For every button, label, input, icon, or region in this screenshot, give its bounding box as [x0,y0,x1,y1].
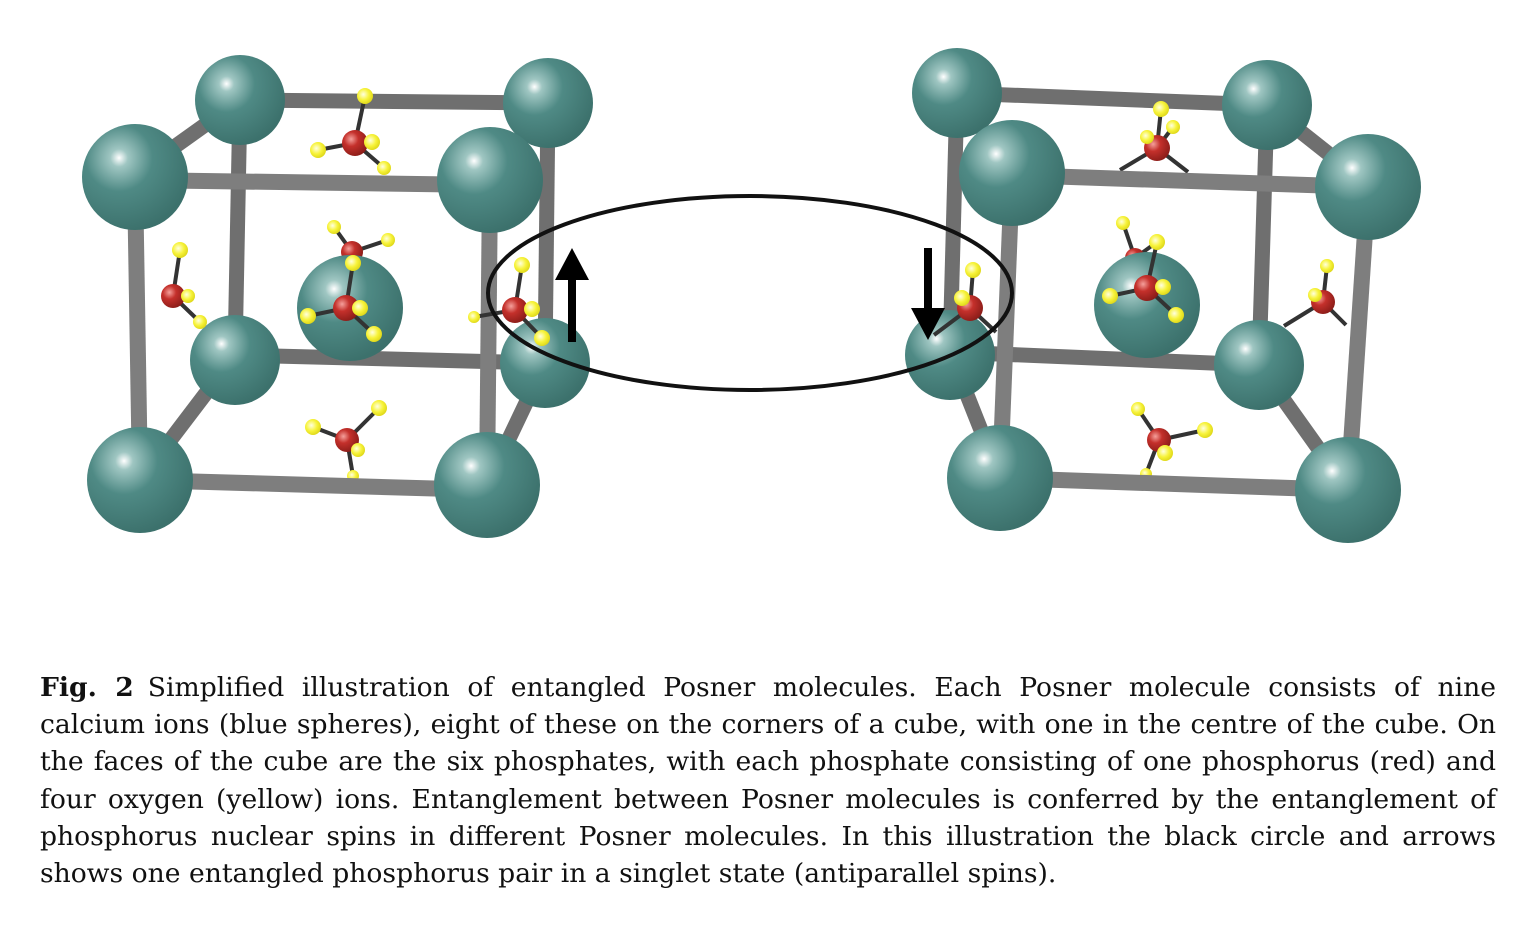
phosphate-group-entangled [932,262,998,337]
calcium-ion [82,124,188,230]
entanglement-circle [486,194,1014,392]
phosphate-group [300,255,382,342]
calcium-ion [87,427,193,533]
phosphate-group [1282,259,1348,328]
posner-molecule-right [905,48,1421,543]
calcium-ion [959,120,1065,226]
spin-down-arrow [911,248,945,340]
calcium-ion-center [1094,252,1200,358]
calcium-ion [195,55,285,145]
calcium-ion [1315,134,1421,240]
phosphate-group [327,220,395,263]
calcium-ion [1214,320,1304,410]
phosphate-group [310,88,391,175]
posner-illustration [82,48,1421,543]
phosphate-group-entangled [468,257,550,346]
calcium-ion [437,127,543,233]
posner-molecule-left [82,55,593,538]
caption-text: Simplified illustration of entangled Pos… [40,672,1496,890]
phosphate-group [1102,234,1184,323]
phosphate-group [1118,101,1190,174]
calcium-ion [1222,60,1312,150]
calcium-ion [434,432,540,538]
phosphate-group [305,400,387,482]
phosphate-group [161,242,207,329]
calcium-ion [190,315,280,405]
calcium-ion [1295,437,1401,543]
phosphate-group [1131,402,1213,480]
calcium-ion [503,58,593,148]
spin-up-arrow [555,248,589,342]
calcium-ion [947,425,1053,531]
figure-label: Fig. 2 [40,672,134,703]
calcium-ion [912,48,1002,138]
